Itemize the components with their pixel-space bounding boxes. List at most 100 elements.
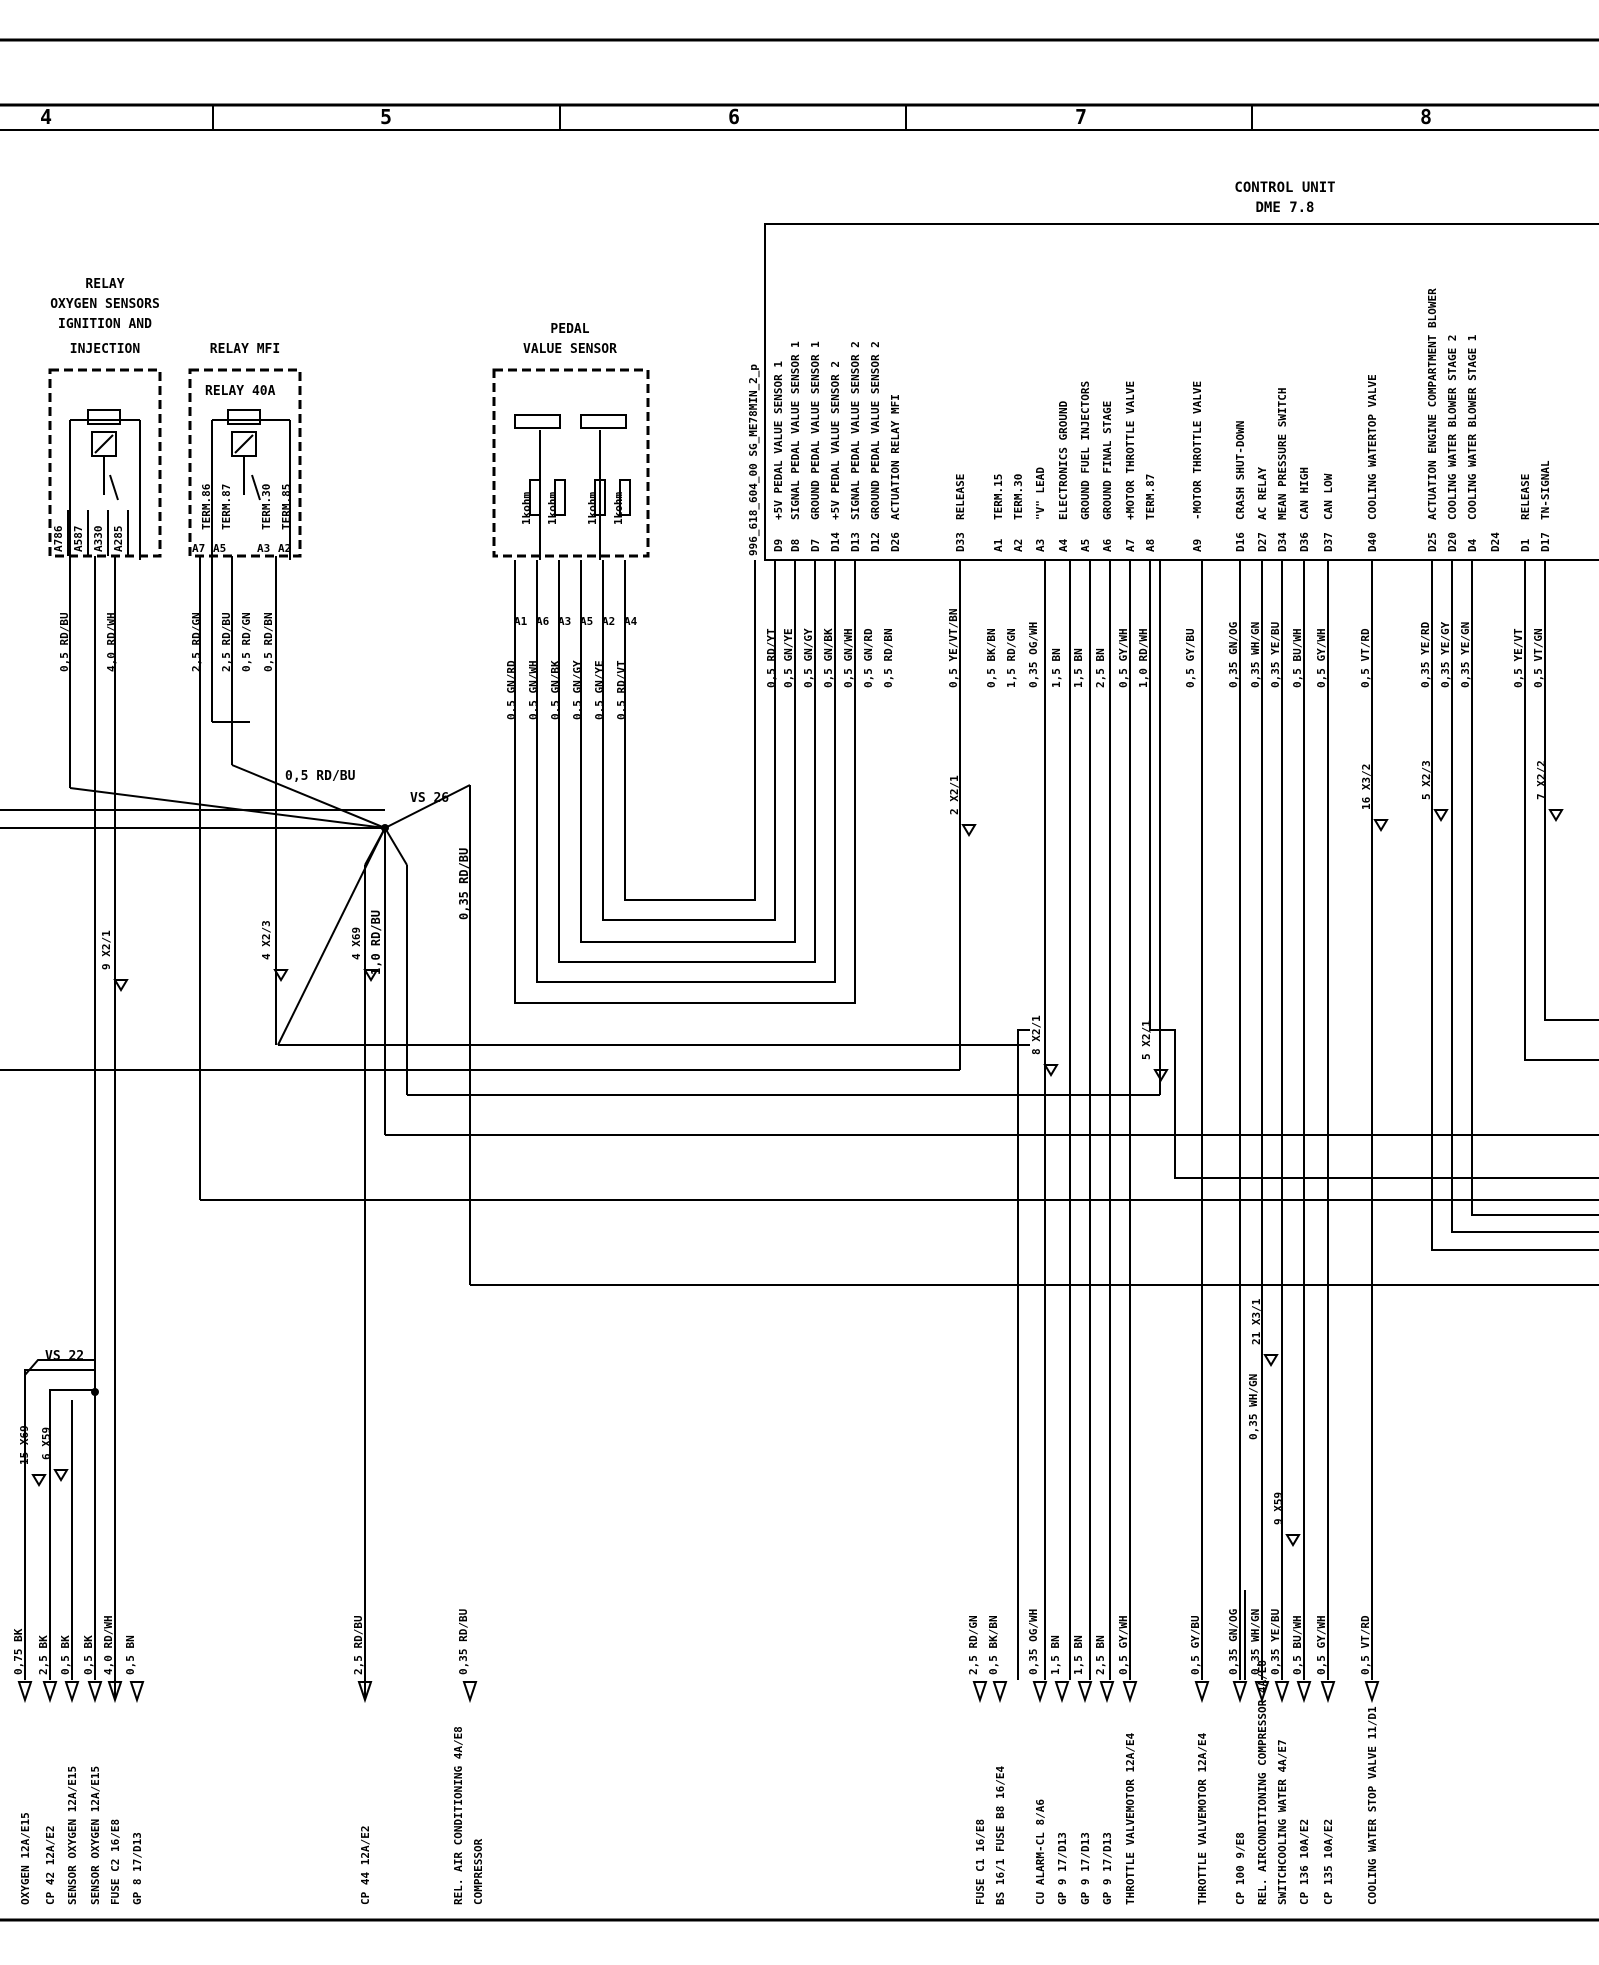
ecu-pin-function: +MOTOR THROTTLE VALVE — [1124, 381, 1137, 520]
relay-oxygen-pin: A285 — [112, 526, 125, 553]
ecu-pin-function: TN-SIGNAL — [1539, 460, 1552, 520]
connector-label: 4 X2/3 — [260, 920, 273, 960]
terminal-arrow — [1274, 1681, 1290, 1704]
ecu-pin-function: +5V PEDAL VALUE SENSOR 2 — [829, 361, 842, 520]
pedal-sensor-box — [492, 368, 650, 558]
connector-label: 7 X2/2 — [1535, 760, 1548, 800]
target-label: CP 100 9/E8 — [1234, 1832, 1247, 1905]
ecu-pin-id: D25 — [1426, 532, 1439, 552]
bottom-wire-label: 0,5 BU/WH — [1291, 1615, 1304, 1675]
ecu-wire-label: 0,5 GN/GY — [802, 628, 815, 688]
splice-vs22-label: VS 22 — [45, 1349, 84, 1364]
bottom-wire-label: 2,5 BK — [37, 1635, 50, 1675]
terminal-arrow — [1232, 1681, 1248, 1704]
ecu-pin-id: D8 — [789, 539, 802, 552]
relay-mfi-title: RELAY MFI — [210, 342, 280, 357]
ecu-pin-id: A9 — [1191, 539, 1204, 552]
ecu-pin-id: D33 — [954, 532, 967, 552]
ecu-pin-id: A8 — [1144, 539, 1157, 552]
bottom-wire-label: 0,35 YE/BU — [1269, 1608, 1282, 1675]
bottom-wire-label: 2,5 RD/GN — [967, 1615, 980, 1675]
ecu-wire-label: 0,5 GY/WH — [1315, 628, 1328, 688]
resistor-label: 1kohm — [520, 492, 533, 525]
resistor-label: 1kohm — [586, 492, 599, 525]
connector-label: 8 X2/1 — [1030, 1015, 1043, 1055]
ecu-pin-id: A2 — [1012, 539, 1025, 552]
connector-label: 9 X2/1 — [100, 930, 113, 970]
relay-oxygen-title: RELAY — [85, 277, 124, 292]
pedal-wire-label: 0.5 RD/VT — [615, 660, 628, 720]
ecu-pin-function: GROUND PEDAL VALUE SENSOR 2 — [869, 341, 882, 520]
bottom-wire-label: 0,75 BK — [12, 1628, 25, 1675]
ecu-pin-id: D34 — [1276, 532, 1289, 552]
relay-mfi-pin: A3 — [257, 542, 270, 555]
ecu-wire-label: 0,35 WH/GN — [1249, 622, 1262, 688]
target-label: FUSE C2 16/E8 — [109, 1819, 122, 1905]
connector-icon — [1373, 819, 1389, 832]
column-number: 5 — [380, 105, 392, 129]
pedal-pin: A1 — [514, 615, 528, 628]
bottom-wire-label: 0,5 BK — [82, 1635, 95, 1675]
ecu-wire-label: 0,5 GN/YE — [782, 628, 795, 688]
ecu-pin-id: D9 — [772, 539, 785, 552]
target-label: CP 42 12A/E2 — [44, 1826, 57, 1905]
terminal-arrow — [1122, 1681, 1138, 1704]
relay-mfi-term: TERM.30 — [260, 484, 273, 530]
target-label: REL. AIRCONDITIONING COMPRESSOR 4A/E8 — [1256, 1660, 1269, 1905]
ecu-wire-label: 0,5 RD/BN — [882, 628, 895, 688]
ecu-pin-function: "V" LEAD — [1034, 467, 1047, 520]
ecu-pin-function: CAN HIGH — [1298, 467, 1311, 520]
target-label: CP 44 12A/E2 — [359, 1826, 372, 1905]
bottom-wire-label: 0,5 GY/WH — [1117, 1615, 1130, 1675]
terminal-arrow — [64, 1681, 80, 1704]
connector-label: 5 X2/3 — [1420, 760, 1433, 800]
pedal-wire-label: 0.5 GN/GY — [571, 660, 584, 720]
ecu-pin-function: AC RELAY — [1256, 467, 1269, 520]
pedal-pin: A6 — [536, 615, 550, 628]
ecu-wire-label: 1,5 BN — [1072, 648, 1085, 688]
ecu-wire-label: 0,35 OG/WH — [1027, 622, 1040, 688]
ecu-pin-function: TERM.87 — [1144, 474, 1157, 520]
ecu-wire-label: 0,5 BU/WH — [1291, 628, 1304, 688]
sensor-element — [514, 414, 561, 429]
relay-oxygen-title: INJECTION — [70, 342, 141, 357]
connector-icon — [1043, 1064, 1059, 1077]
column-number: 6 — [728, 105, 740, 129]
target-label: COOLING WATER STOP VALVE 11/D1 — [1366, 1706, 1379, 1905]
splice-vs22 — [91, 1388, 99, 1396]
ecu-pin-function: COOLING WATER BLOWER STAGE 1 — [1466, 334, 1479, 520]
connector-icon — [961, 824, 977, 837]
ecu-pin-id: D14 — [829, 532, 842, 552]
connector-icon — [113, 979, 129, 992]
terminal-arrow — [992, 1681, 1008, 1704]
splice-vs26-label: VS 26 — [410, 791, 449, 806]
ecu-pin-id: D37 — [1322, 532, 1335, 552]
ecu-pin-id: A5 — [1079, 539, 1092, 552]
target-label: GP 9 17/D13 — [1079, 1832, 1092, 1905]
ecu-pin-id: D40 — [1366, 532, 1379, 552]
ecu-pin-id: D13 — [849, 532, 862, 552]
connector-label: 15 X69 — [18, 1425, 31, 1465]
ecu-wire-label: 2,5 BN — [1094, 648, 1107, 688]
pedal-sensor-title: VALUE SENSOR — [523, 342, 617, 357]
terminal-arrow — [1320, 1681, 1336, 1704]
ecu-pin-function: COOLING WATER BLOWER STAGE 2 — [1446, 335, 1459, 520]
bottom-wire-label: 0,5 GY/WH — [1315, 1615, 1328, 1675]
ecu-pin-id: D4 — [1466, 538, 1479, 552]
target-label: THROTTLE VALVEMOTOR 12A/E4 — [1196, 1732, 1209, 1905]
column-number: 7 — [1075, 105, 1087, 129]
wire-label: 0,5 RD/BU — [285, 769, 356, 784]
terminal-arrow — [357, 1681, 373, 1704]
ecu-pin-id: D20 — [1446, 532, 1459, 552]
bottom-wire-label: 0,35 WH/GN — [1247, 1374, 1260, 1440]
ecu-wire-label: 0,35 YE/GN — [1459, 622, 1472, 688]
connector-label: 2 X2/1 — [948, 775, 961, 815]
bottom-wire-label: 0,35 RD/BU — [457, 1608, 470, 1675]
target-label: GP 8 17/D13 — [131, 1832, 144, 1905]
wiring — [0, 556, 1599, 1700]
terminal-arrow — [462, 1681, 478, 1704]
connector-icon — [31, 1474, 47, 1487]
ecu-wire-label: 0,35 GN/OG — [1227, 621, 1240, 688]
ecu-wire-label: 0,5 GN/WH — [842, 628, 855, 688]
